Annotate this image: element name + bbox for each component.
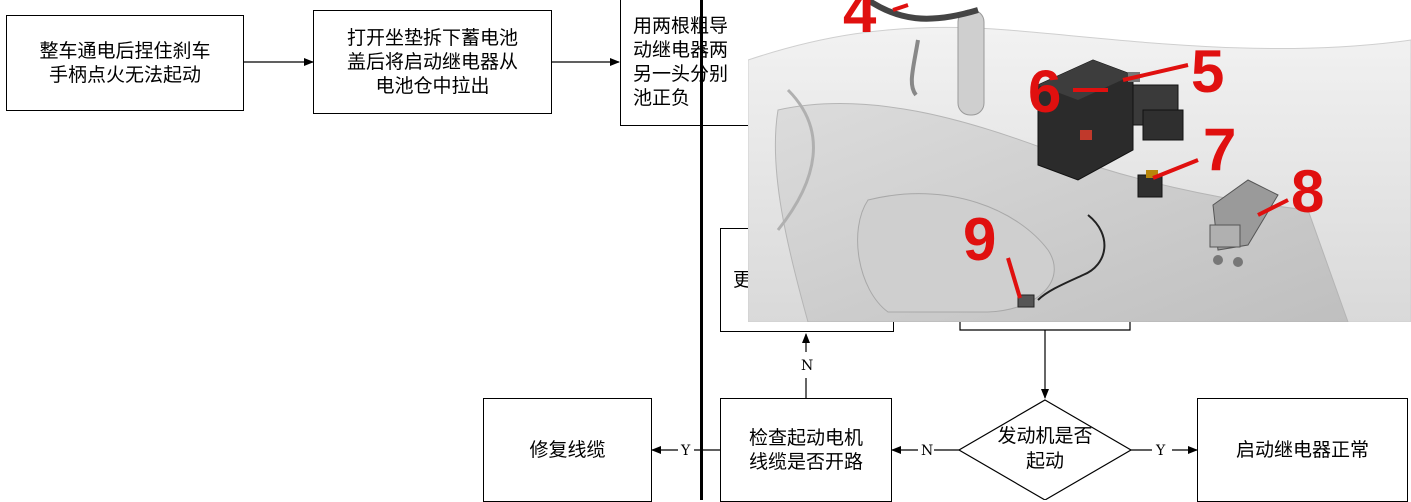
callout-7: 7 xyxy=(1203,116,1236,183)
starter-motor-graphic xyxy=(1209,179,1279,267)
vertical-divider-line xyxy=(700,0,703,500)
node-check-motor-cable: 检查起动电机 线缆是否开路 xyxy=(720,398,892,502)
node-relay-normal-text: 启动继电器正常 xyxy=(1235,439,1369,461)
edge-label-n-up: N xyxy=(801,358,813,374)
node-power-on-no-start: 整车通电后捏住刹车 手柄点火无法起动 xyxy=(6,15,244,111)
callout-6: 6 xyxy=(1028,58,1061,125)
brake-switch-graphic xyxy=(1017,294,1035,308)
node-repair-cable: 修复线缆 xyxy=(483,398,652,502)
scooter-component-photo: 4 5 6 7 8 9 xyxy=(748,0,1411,322)
callout-4: 4 xyxy=(843,0,877,45)
node-jumper-wires-text: 用两根粗导 动继电器两 另一头分别 池正负 xyxy=(633,15,729,109)
hidden-box-outline xyxy=(959,322,1131,331)
battery-graphic xyxy=(1037,59,1184,181)
callout-5: 5 xyxy=(1191,38,1224,105)
node-remove-relay: 打开坐垫拆下蓄电池 盖后将启动继电器从 电池仓中拉出 xyxy=(313,10,552,114)
scooter-illustration: 4 5 6 7 8 9 xyxy=(748,0,1411,322)
node-repair-cable-text: 修复线缆 xyxy=(529,439,606,461)
decision-engine-started-text: 发动机是否 起动 xyxy=(997,425,1093,472)
node-replace-text: 更 xyxy=(733,269,753,291)
node-power-on-no-start-text: 整车通电后捏住刹车 手柄点火无法起动 xyxy=(39,40,211,86)
relay-graphic xyxy=(1137,174,1163,198)
callout-9: 9 xyxy=(963,206,996,273)
node-relay-normal: 启动继电器正常 xyxy=(1197,398,1408,502)
node-check-motor-cable-text: 检查起动电机 线缆是否开路 xyxy=(748,427,863,473)
edge-label-y-left: Y xyxy=(680,443,691,459)
edge-label-y-right: Y xyxy=(1155,443,1166,459)
node-remove-relay-text: 打开坐垫拆下蓄电池 盖后将启动继电器从 电池仓中拉出 xyxy=(346,27,518,97)
decision-diamond xyxy=(957,399,1133,500)
edge-label-n-left: N xyxy=(921,443,933,459)
callout-8: 8 xyxy=(1291,158,1324,225)
